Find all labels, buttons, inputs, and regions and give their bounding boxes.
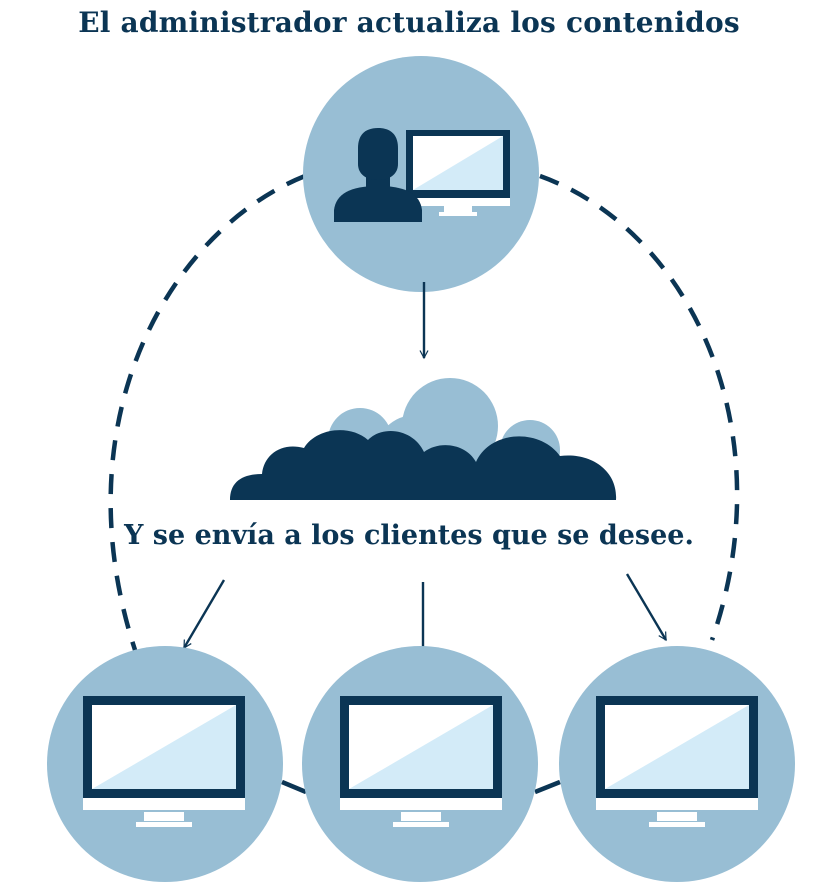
monitor-icon [596,696,758,827]
client-node-right [559,646,795,882]
cloud-icon [230,378,617,500]
arrow-to-client-left [182,579,226,650]
dashed-link-right [539,173,740,641]
client-connector-right [534,779,561,795]
monitor-icon [340,696,502,827]
monitor-icon [83,696,245,827]
arrow-to-client-right [625,573,668,642]
client-connector-left [281,779,307,795]
diagram-subtitle: Y se envía a los clientes que se desee. [124,520,694,551]
admin-at-computer-icon [334,128,510,222]
client-node-left [47,646,283,882]
admin-node [303,56,539,292]
client-node-center [302,646,538,882]
dashed-link-left [108,173,306,651]
diagram-title: El administrador actualiza los contenido… [78,6,740,39]
